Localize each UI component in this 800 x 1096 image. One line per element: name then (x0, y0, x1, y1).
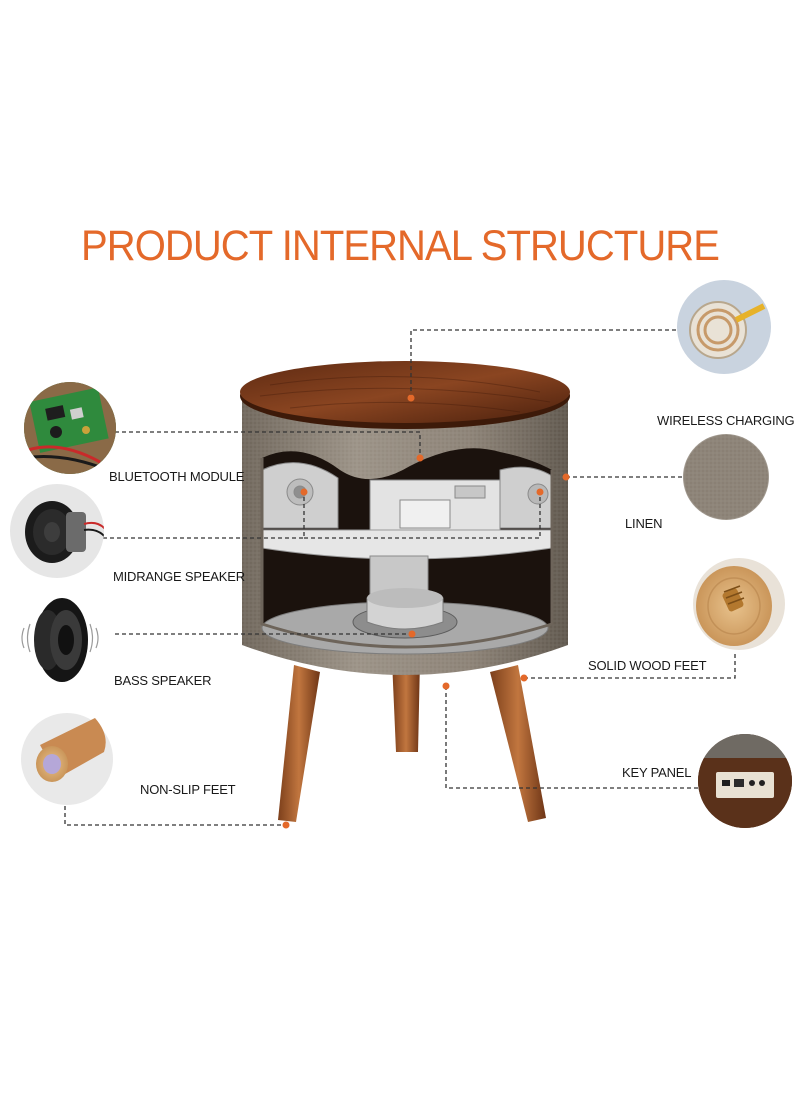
bass-speaker-photo (21, 598, 99, 682)
label-wireless-charging: WIRELESS CHARGING (657, 413, 795, 428)
label-bass-speaker: BASS SPEAKER (114, 673, 212, 688)
wireless-charging-coil-photo (677, 280, 771, 374)
label-solid-wood-feet: SOLID WOOD FEET (588, 658, 707, 673)
label-linen: LINEN (625, 516, 663, 531)
back-leg (392, 660, 420, 752)
linen-swatch-photo (682, 433, 770, 521)
wood-foot-screw-photo (693, 558, 785, 650)
midrange-speaker-photo (10, 484, 104, 578)
table-speaker-cutaway (240, 361, 570, 822)
rubber-foot-photo (21, 713, 113, 805)
label-bluetooth-module: BLUETOOTH MODULE (109, 469, 245, 484)
page-title: PRODUCT INTERNAL STRUCTURE (81, 222, 720, 270)
front-right-leg (490, 665, 546, 822)
key-panel-photo (698, 734, 792, 828)
circuit-board-photo (24, 382, 116, 474)
walnut-top (240, 361, 570, 423)
marker-dots (282, 394, 570, 829)
label-key-panel: KEY PANEL (622, 765, 692, 780)
label-midrange-speaker: MIDRANGE SPEAKER (113, 569, 245, 584)
label-non-slip-feet: NON-SLIP FEET (140, 782, 236, 797)
leader-lines (64, 329, 736, 826)
front-left-leg (278, 665, 320, 822)
